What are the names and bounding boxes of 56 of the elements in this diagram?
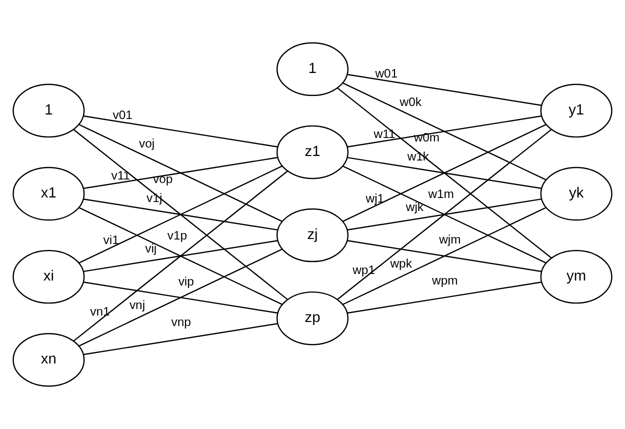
node-ellipse: xn — [12, 332, 85, 387]
node-ellipse: yk — [540, 166, 612, 221]
edge-label: vnp — [171, 314, 191, 329]
edge-label: vop — [153, 172, 173, 186]
edge-label: vi1 — [103, 232, 119, 247]
edge-label: w11 — [374, 126, 396, 141]
connector — [73, 129, 288, 300]
connector — [342, 124, 546, 222]
connector — [347, 240, 542, 272]
connector — [337, 129, 552, 300]
connector — [347, 156, 542, 190]
node-ellipse: z1 — [276, 125, 349, 180]
connector — [347, 74, 542, 106]
connector — [83, 282, 278, 314]
edge-label: vnj — [129, 298, 146, 312]
node-ellipse: zp — [276, 291, 349, 346]
connector — [347, 282, 542, 314]
edge-label: voj — [138, 136, 155, 151]
edge-label: w1m — [428, 187, 454, 202]
connector — [83, 156, 278, 189]
connector — [78, 124, 282, 222]
edge-label: wj1 — [366, 191, 384, 206]
connector — [78, 248, 282, 347]
edge-label: v01 — [112, 108, 132, 122]
edge-label: wp1 — [352, 262, 375, 277]
connector — [73, 170, 288, 342]
connector — [347, 198, 542, 231]
connector — [83, 323, 278, 356]
edge-label: v11 — [111, 168, 130, 182]
connector — [78, 166, 282, 264]
edge-label: vij — [145, 242, 157, 256]
connector — [347, 115, 542, 148]
node-ellipse: x1 — [12, 166, 85, 221]
edge-label: vn1 — [90, 304, 110, 318]
node-ellipse: y1 — [540, 84, 612, 138]
edge-label: vip — [178, 274, 194, 288]
connector — [78, 207, 282, 305]
connector — [83, 198, 278, 231]
edge-label: wjk — [406, 200, 424, 214]
edge-label: w0k — [400, 95, 422, 110]
connector — [342, 165, 546, 264]
edge-label: wjm — [439, 232, 461, 247]
edge-label: wpk — [390, 256, 412, 270]
edge-label: w01 — [375, 66, 398, 81]
connector — [342, 207, 546, 306]
node-ellipse: zj — [276, 208, 349, 262]
connector — [337, 87, 552, 258]
connector — [83, 115, 278, 148]
node-ellipse: 1 — [276, 42, 349, 96]
node-ellipse: xi — [12, 250, 85, 304]
connector — [342, 82, 546, 180]
connector — [83, 240, 278, 272]
edge-label: v1p — [167, 228, 188, 243]
edge-label: wpm — [432, 273, 458, 288]
node-ellipse: 1 — [12, 84, 85, 138]
node-ellipse: ym — [540, 250, 612, 304]
